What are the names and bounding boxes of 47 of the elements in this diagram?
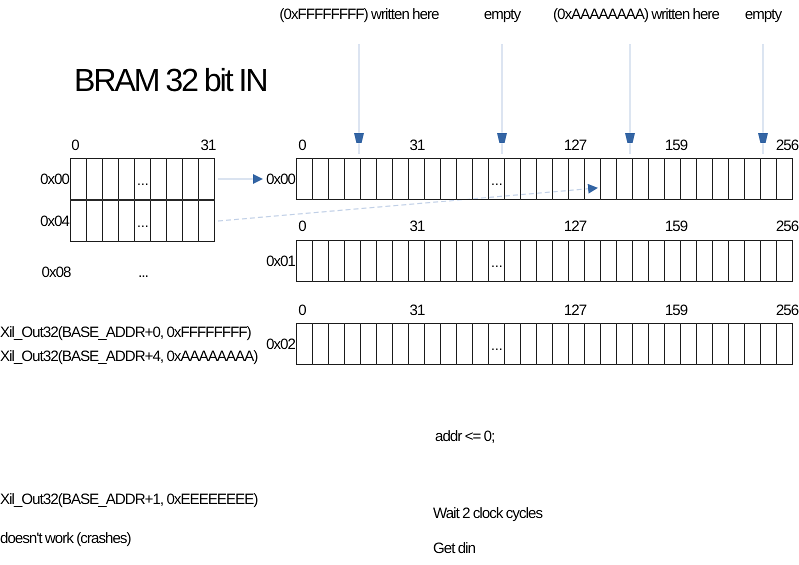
note-text: Xil_Out32(BASE_ADDR+1, 0xEEEEEEEE) xyxy=(0,491,258,509)
bit-index-label: 127 xyxy=(564,218,586,236)
annotation-text: empty xyxy=(744,6,782,24)
bit-index-label: 256 xyxy=(776,302,798,320)
bit-index-label: 0 xyxy=(298,302,306,320)
address-label: 0x01 xyxy=(265,252,295,270)
bit-index-label: 0 xyxy=(298,137,306,155)
note-text: doesn't work (crashes) xyxy=(0,530,131,548)
address-label: 0x00 xyxy=(39,170,69,188)
address-label: 0x00 xyxy=(265,170,295,188)
note-text: Xil_Out32(BASE_ADDR+4, 0xAAAAAAAA) xyxy=(0,348,258,366)
address-label: 0x08 xyxy=(42,264,70,282)
ellipsis-text: ... xyxy=(137,173,149,187)
bit-index-label: 159 xyxy=(664,218,688,236)
note-text: Xil_Out32(BASE_ADDR+0, 0xFFFFFFFF) xyxy=(0,324,251,342)
arrow xyxy=(354,44,364,154)
note-text: addr <= 0; xyxy=(435,428,494,446)
annotation-text: (0xFFFFFFFF) written here xyxy=(279,6,439,24)
bit-index-label: 0 xyxy=(71,137,79,155)
ellipsis-text: ... xyxy=(491,255,503,269)
bit-index-label: 159 xyxy=(664,137,688,155)
bit-index-label: 0 xyxy=(298,218,306,236)
arrow xyxy=(218,174,263,184)
bit-index-label: 31 xyxy=(410,218,424,236)
ellipsis-text: ... xyxy=(138,264,148,282)
arrow xyxy=(218,184,598,222)
arrow xyxy=(497,44,507,154)
bit-index-label: 256 xyxy=(776,218,798,236)
bit-index-label: 159 xyxy=(664,302,688,320)
annotation-text: empty xyxy=(484,6,520,24)
bit-index-label: 31 xyxy=(200,137,216,155)
address-label: 0x02 xyxy=(265,336,295,352)
title: BRAM 32 bit IN xyxy=(74,62,267,98)
ellipsis-text: ... xyxy=(137,215,149,229)
ellipsis-text: ... xyxy=(491,338,503,352)
bit-index-label: 31 xyxy=(410,302,424,320)
note-text: Get din xyxy=(433,540,476,558)
annotation-text: (0xAAAAAAAA) written here xyxy=(553,6,719,24)
ellipsis-text: ... xyxy=(491,173,503,187)
note-text: Wait 2 clock cycles xyxy=(433,505,542,523)
arrow xyxy=(625,44,635,154)
address-label: 0x04 xyxy=(39,212,69,230)
bit-index-label: 256 xyxy=(776,137,798,155)
bit-index-label: 127 xyxy=(564,137,586,155)
bit-index-label: 31 xyxy=(410,137,424,155)
arrow xyxy=(758,44,768,154)
bit-index-label: 127 xyxy=(564,302,586,320)
